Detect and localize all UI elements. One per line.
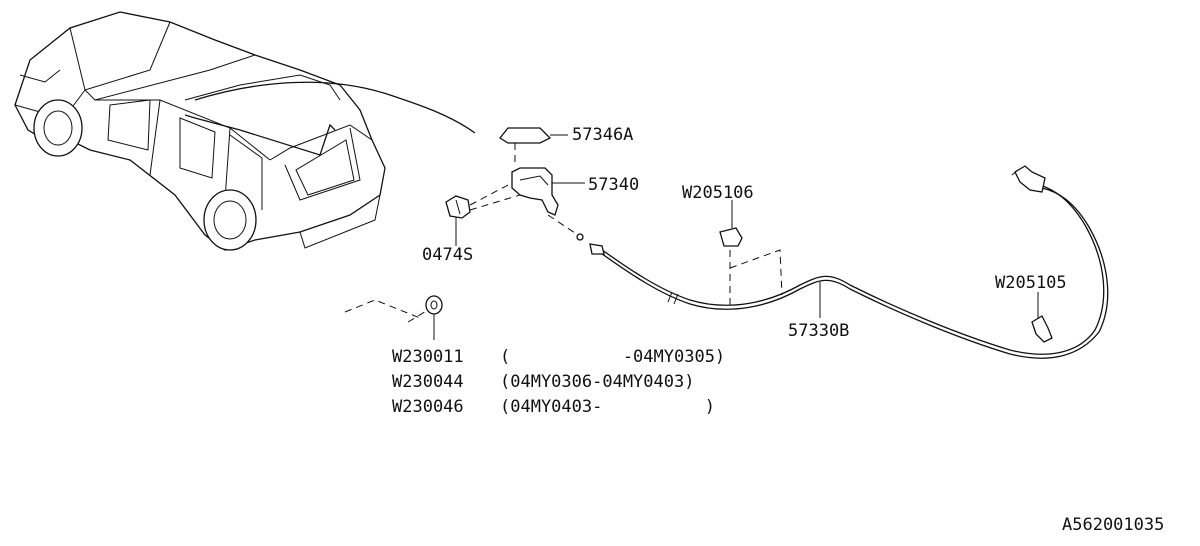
location-arrow (194, 81, 476, 134)
cable-57330B (589, 165, 1109, 359)
washer-option-code: W230046 (392, 397, 464, 417)
label-57330B: 57330B (788, 321, 849, 341)
washer-option-range: ( -04MY0305) (500, 347, 725, 367)
washer-option-range: (04MY0403- ) (500, 397, 715, 417)
washer-option-code: W230044 (392, 372, 464, 392)
label-0474S: 0474S (422, 245, 473, 265)
bracket-57340 (511, 167, 585, 216)
washer-option-code: W230011 (392, 347, 464, 367)
washer-option-range: (04MY0306-04MY0403) (500, 372, 694, 392)
washer (344, 295, 443, 340)
label-W205105: W205105 (995, 273, 1067, 293)
clip-W205105 (1031, 292, 1053, 343)
diagram-id: A562001035 (1062, 515, 1164, 535)
vehicle-illustration (14, 11, 386, 251)
bolt-0474S (445, 182, 521, 246)
clip-W205106 (719, 200, 783, 305)
cover-57346A (499, 127, 568, 144)
label-57346A: 57346A (572, 125, 633, 145)
label-57340: 57340 (588, 175, 639, 195)
label-W205106: W205106 (682, 183, 754, 203)
